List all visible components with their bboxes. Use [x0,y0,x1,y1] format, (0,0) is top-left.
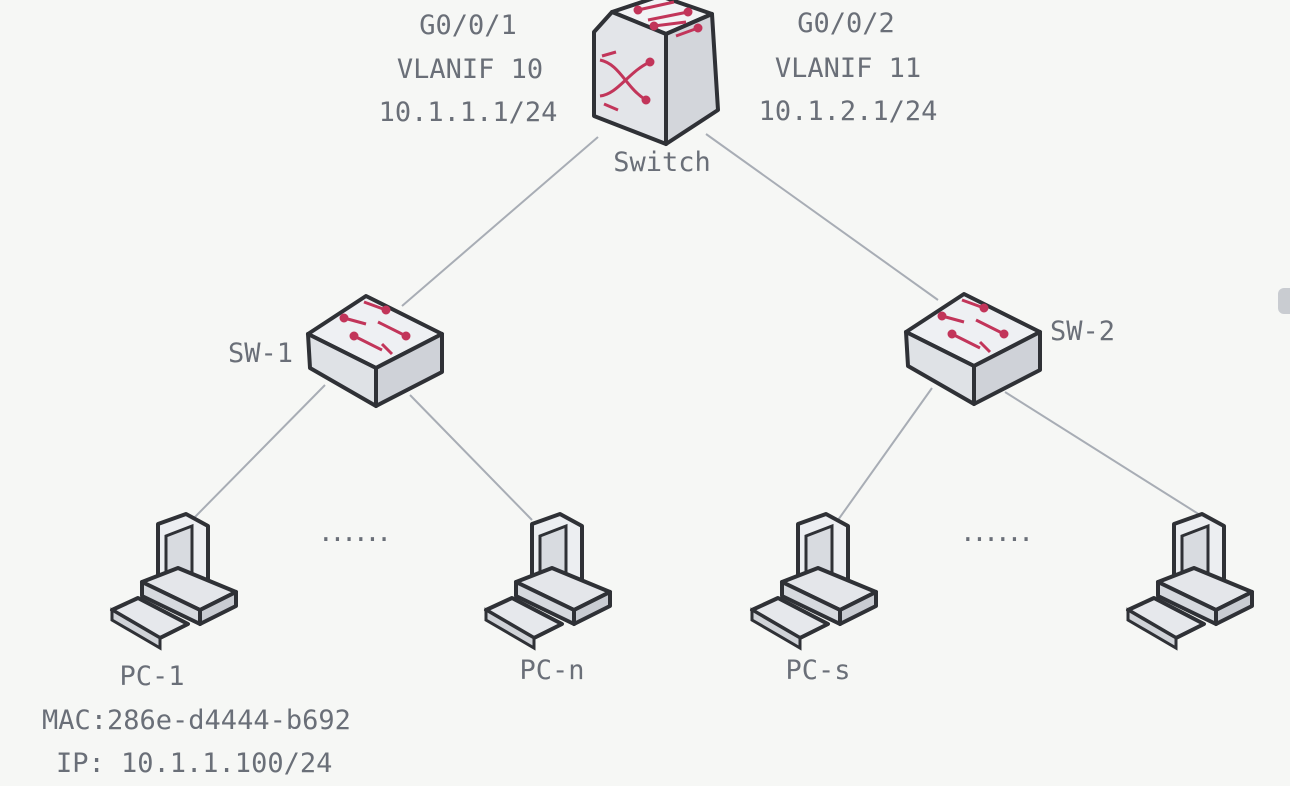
link-sw2-pcs [837,387,933,521]
left-port-interface: G0/0/1 [419,10,517,41]
right-port-ip: 10.1.2.1/24 [758,96,938,127]
link-switch-sw1 [401,136,599,307]
pcs-computer-icon [748,512,888,652]
ellipsis-right: ...... [960,518,1034,548]
pc4-computer-icon [1124,512,1264,652]
link-sw1-pc1 [191,384,326,521]
right-port-interface: G0/0/2 [797,8,895,39]
pcn-label: PC-n [519,655,585,686]
left-port-ip: 10.1.1.1/24 [378,97,558,128]
link-sw2-pc4 [1004,391,1209,521]
pc1-computer-icon [108,512,248,652]
left-port-vlanif: VLANIF 10 [396,54,544,85]
edge-marker [1278,288,1290,314]
right-port-vlanif: VLANIF 11 [774,53,922,84]
sw1-label: SW-1 [228,338,294,369]
sw1-switch-icon [304,292,446,408]
sw2-label: SW-2 [1050,316,1116,347]
link-sw1-pcn [409,394,533,521]
pc1-mac: MAC:286e-d4444-b692 [42,705,351,736]
core-switch-label: Switch [613,147,711,178]
pc1-label: PC-1 [119,661,185,692]
pcn-computer-icon [482,512,622,652]
core-switch-icon [590,0,730,146]
sw2-switch-icon [902,290,1044,406]
pcs-label: PC-s [785,655,851,686]
ellipsis-left: ...... [318,518,392,548]
pc1-ip: IP: 10.1.1.100/24 [56,748,333,779]
link-switch-sw2 [705,133,939,301]
